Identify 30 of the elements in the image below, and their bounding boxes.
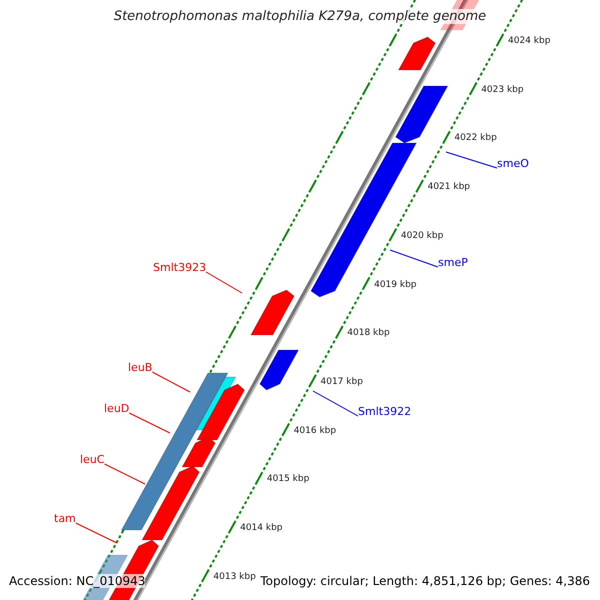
gene-label: smeO [497,157,529,170]
scale-label: 4021 kbp [428,182,470,194]
scale-label: 4022 kbp [454,133,497,144]
scale-label: 4018 kbp [347,328,390,340]
gene-label: leuC [80,453,104,466]
gene-label: leuB [128,361,152,374]
scale-label: 4020 kbp [400,230,444,242]
gene-label: Smlt3922 [358,405,412,418]
leader-line [312,390,358,416]
leader-line [152,372,190,392]
scale-label: 4015 kbp [266,474,310,486]
accession-text: Accession: NC_010943 [9,574,146,588]
leader-line [128,412,170,434]
gene-label: tam [54,512,76,525]
genome-info-text: Topology: circular; Length: 4,851,126 bp; Genes: 4,386 [260,574,590,588]
scale-label: 4017 kbp [320,376,363,388]
leader-line [104,464,146,484]
leader-line [390,250,438,268]
gene-label: smeP [438,256,468,269]
gene-label: leuD [104,402,130,415]
leader-line [206,272,242,294]
scale-label: 4016 kbp [294,426,336,437]
scale-label: 4019 kbp [374,280,416,290]
scale-label: 4024 kbp [508,36,550,47]
leader-line [75,522,118,544]
leader-line [446,152,498,168]
scale-label: 4014 kbp [240,523,282,534]
scale-label: 4013 kbp [213,572,256,583]
gene-label: Smlt3923 [153,261,206,274]
scale-label: 4023 kbp [481,84,524,96]
